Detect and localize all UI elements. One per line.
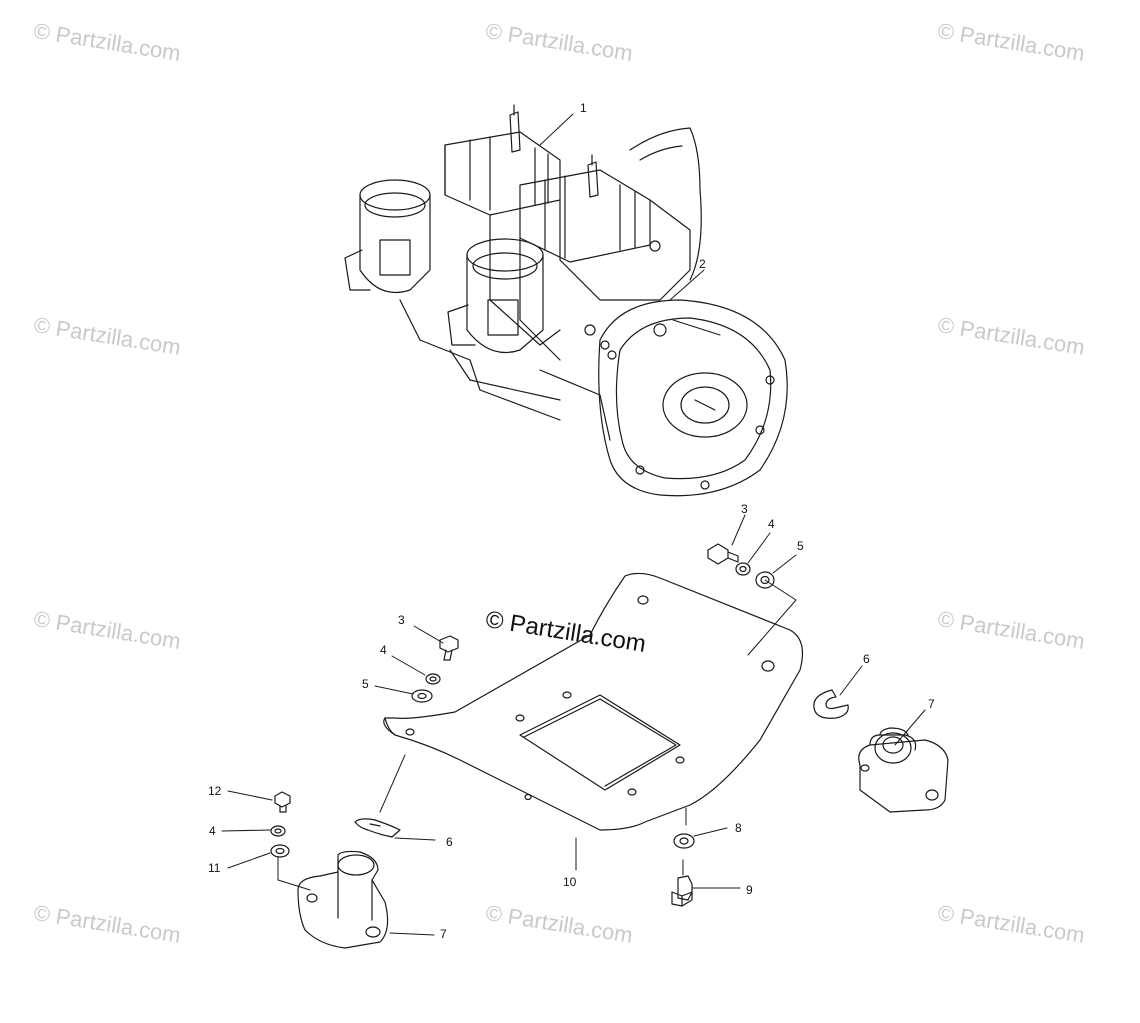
callout-5[interactable]: 5	[797, 539, 804, 553]
callout-4[interactable]: 4	[768, 517, 775, 531]
callout-9[interactable]: 9	[746, 883, 753, 897]
callout-8[interactable]: 8	[735, 821, 742, 835]
callout-11[interactable]: 11	[208, 861, 221, 875]
callout-4[interactable]: 4	[380, 643, 387, 657]
engine-plate[interactable]	[383, 572, 803, 831]
bolt-12[interactable]	[274, 791, 291, 813]
engine-mount-7-right[interactable]	[858, 727, 949, 813]
leader-lines	[221, 113, 926, 936]
engine-mount-7-left[interactable]	[297, 850, 389, 949]
callout-7[interactable]: 7	[928, 697, 935, 711]
callout-3[interactable]: 3	[741, 502, 748, 516]
engine-assembly[interactable]	[344, 104, 788, 497]
bolt-3-upper-right[interactable]	[707, 543, 739, 565]
callout-4[interactable]: 4	[209, 824, 216, 838]
callout-7[interactable]: 7	[440, 927, 447, 941]
snap-ring-6-right[interactable]	[813, 689, 849, 719]
callout-3[interactable]: 3	[398, 613, 405, 627]
washer-11[interactable]	[270, 844, 290, 858]
washer-5-left[interactable]	[411, 689, 433, 703]
washer-8[interactable]	[673, 833, 695, 849]
bolt-3-left[interactable]	[439, 635, 459, 661]
washer-4-upper-right[interactable]	[735, 562, 751, 576]
callout-1[interactable]: 1	[580, 101, 587, 115]
callout-6[interactable]: 6	[863, 652, 870, 666]
washer-5-upper-right[interactable]	[755, 571, 775, 589]
callout-6[interactable]: 6	[446, 835, 453, 849]
callout-5[interactable]: 5	[362, 677, 369, 691]
callout-10[interactable]: 10	[563, 875, 577, 889]
washer-4-lower-left[interactable]	[270, 825, 286, 837]
snap-ring-6-left[interactable]	[354, 818, 401, 838]
callout-12[interactable]: 12	[208, 784, 222, 798]
bolt-9[interactable]	[671, 875, 693, 907]
washer-4-left[interactable]	[425, 673, 441, 685]
callout-2[interactable]: 2	[699, 257, 706, 271]
